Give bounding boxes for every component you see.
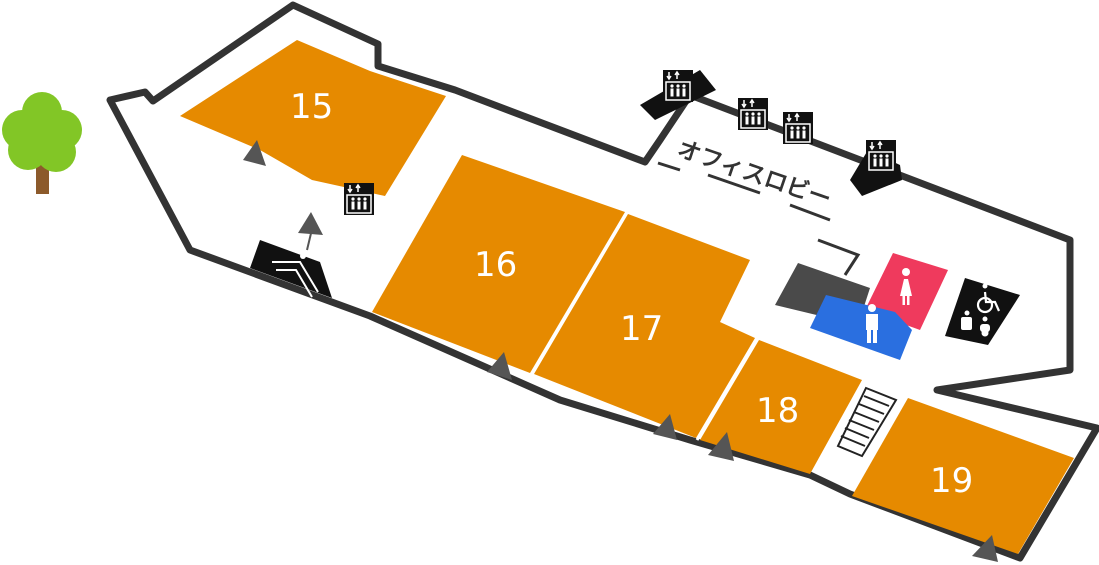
stairs — [836, 386, 898, 458]
ostomate-icon — [961, 310, 972, 330]
elevator-icon — [782, 111, 814, 145]
elevator-icon — [662, 69, 694, 103]
tenant-unit-18[interactable] — [700, 340, 862, 474]
unit-label-16: 16 — [474, 245, 517, 285]
elevator-icon — [865, 139, 897, 173]
entrance-marker-19 — [972, 535, 998, 562]
tree-canopy — [2, 92, 82, 172]
entrance-marker-elevator — [298, 212, 323, 235]
lobby-partitions — [657, 161, 861, 276]
entrance-marker-15 — [243, 140, 266, 166]
wheelchair-icon — [976, 283, 1001, 314]
elevator-icon — [343, 182, 375, 216]
unit-label-17: 17 — [620, 309, 663, 349]
tenant-unit-17[interactable] — [534, 214, 755, 438]
escalator-icon — [272, 253, 319, 298]
entrance-markers — [243, 140, 998, 562]
entrance-marker-16 — [487, 352, 512, 380]
unit-label-15: 15 — [290, 87, 333, 127]
tenant-unit-19[interactable] — [852, 398, 1074, 554]
elevator-icon — [737, 97, 769, 131]
mens-restroom-icon — [866, 304, 878, 343]
tenant-unit-16[interactable] — [372, 155, 625, 373]
entrance-marker-18 — [708, 432, 734, 461]
tenant-unit-15[interactable] — [180, 40, 446, 196]
unit-dividers — [530, 211, 759, 441]
unit-label-18: 18 — [756, 391, 799, 431]
mens-restroom[interactable] — [810, 295, 912, 360]
unit-label-19: 19 — [930, 461, 973, 501]
baby-care-icon — [980, 316, 990, 337]
tree-icon — [2, 92, 82, 194]
stairs-icon — [840, 395, 890, 447]
womens-restroom-icon — [900, 268, 912, 305]
entrance-marker-17 — [653, 414, 677, 440]
